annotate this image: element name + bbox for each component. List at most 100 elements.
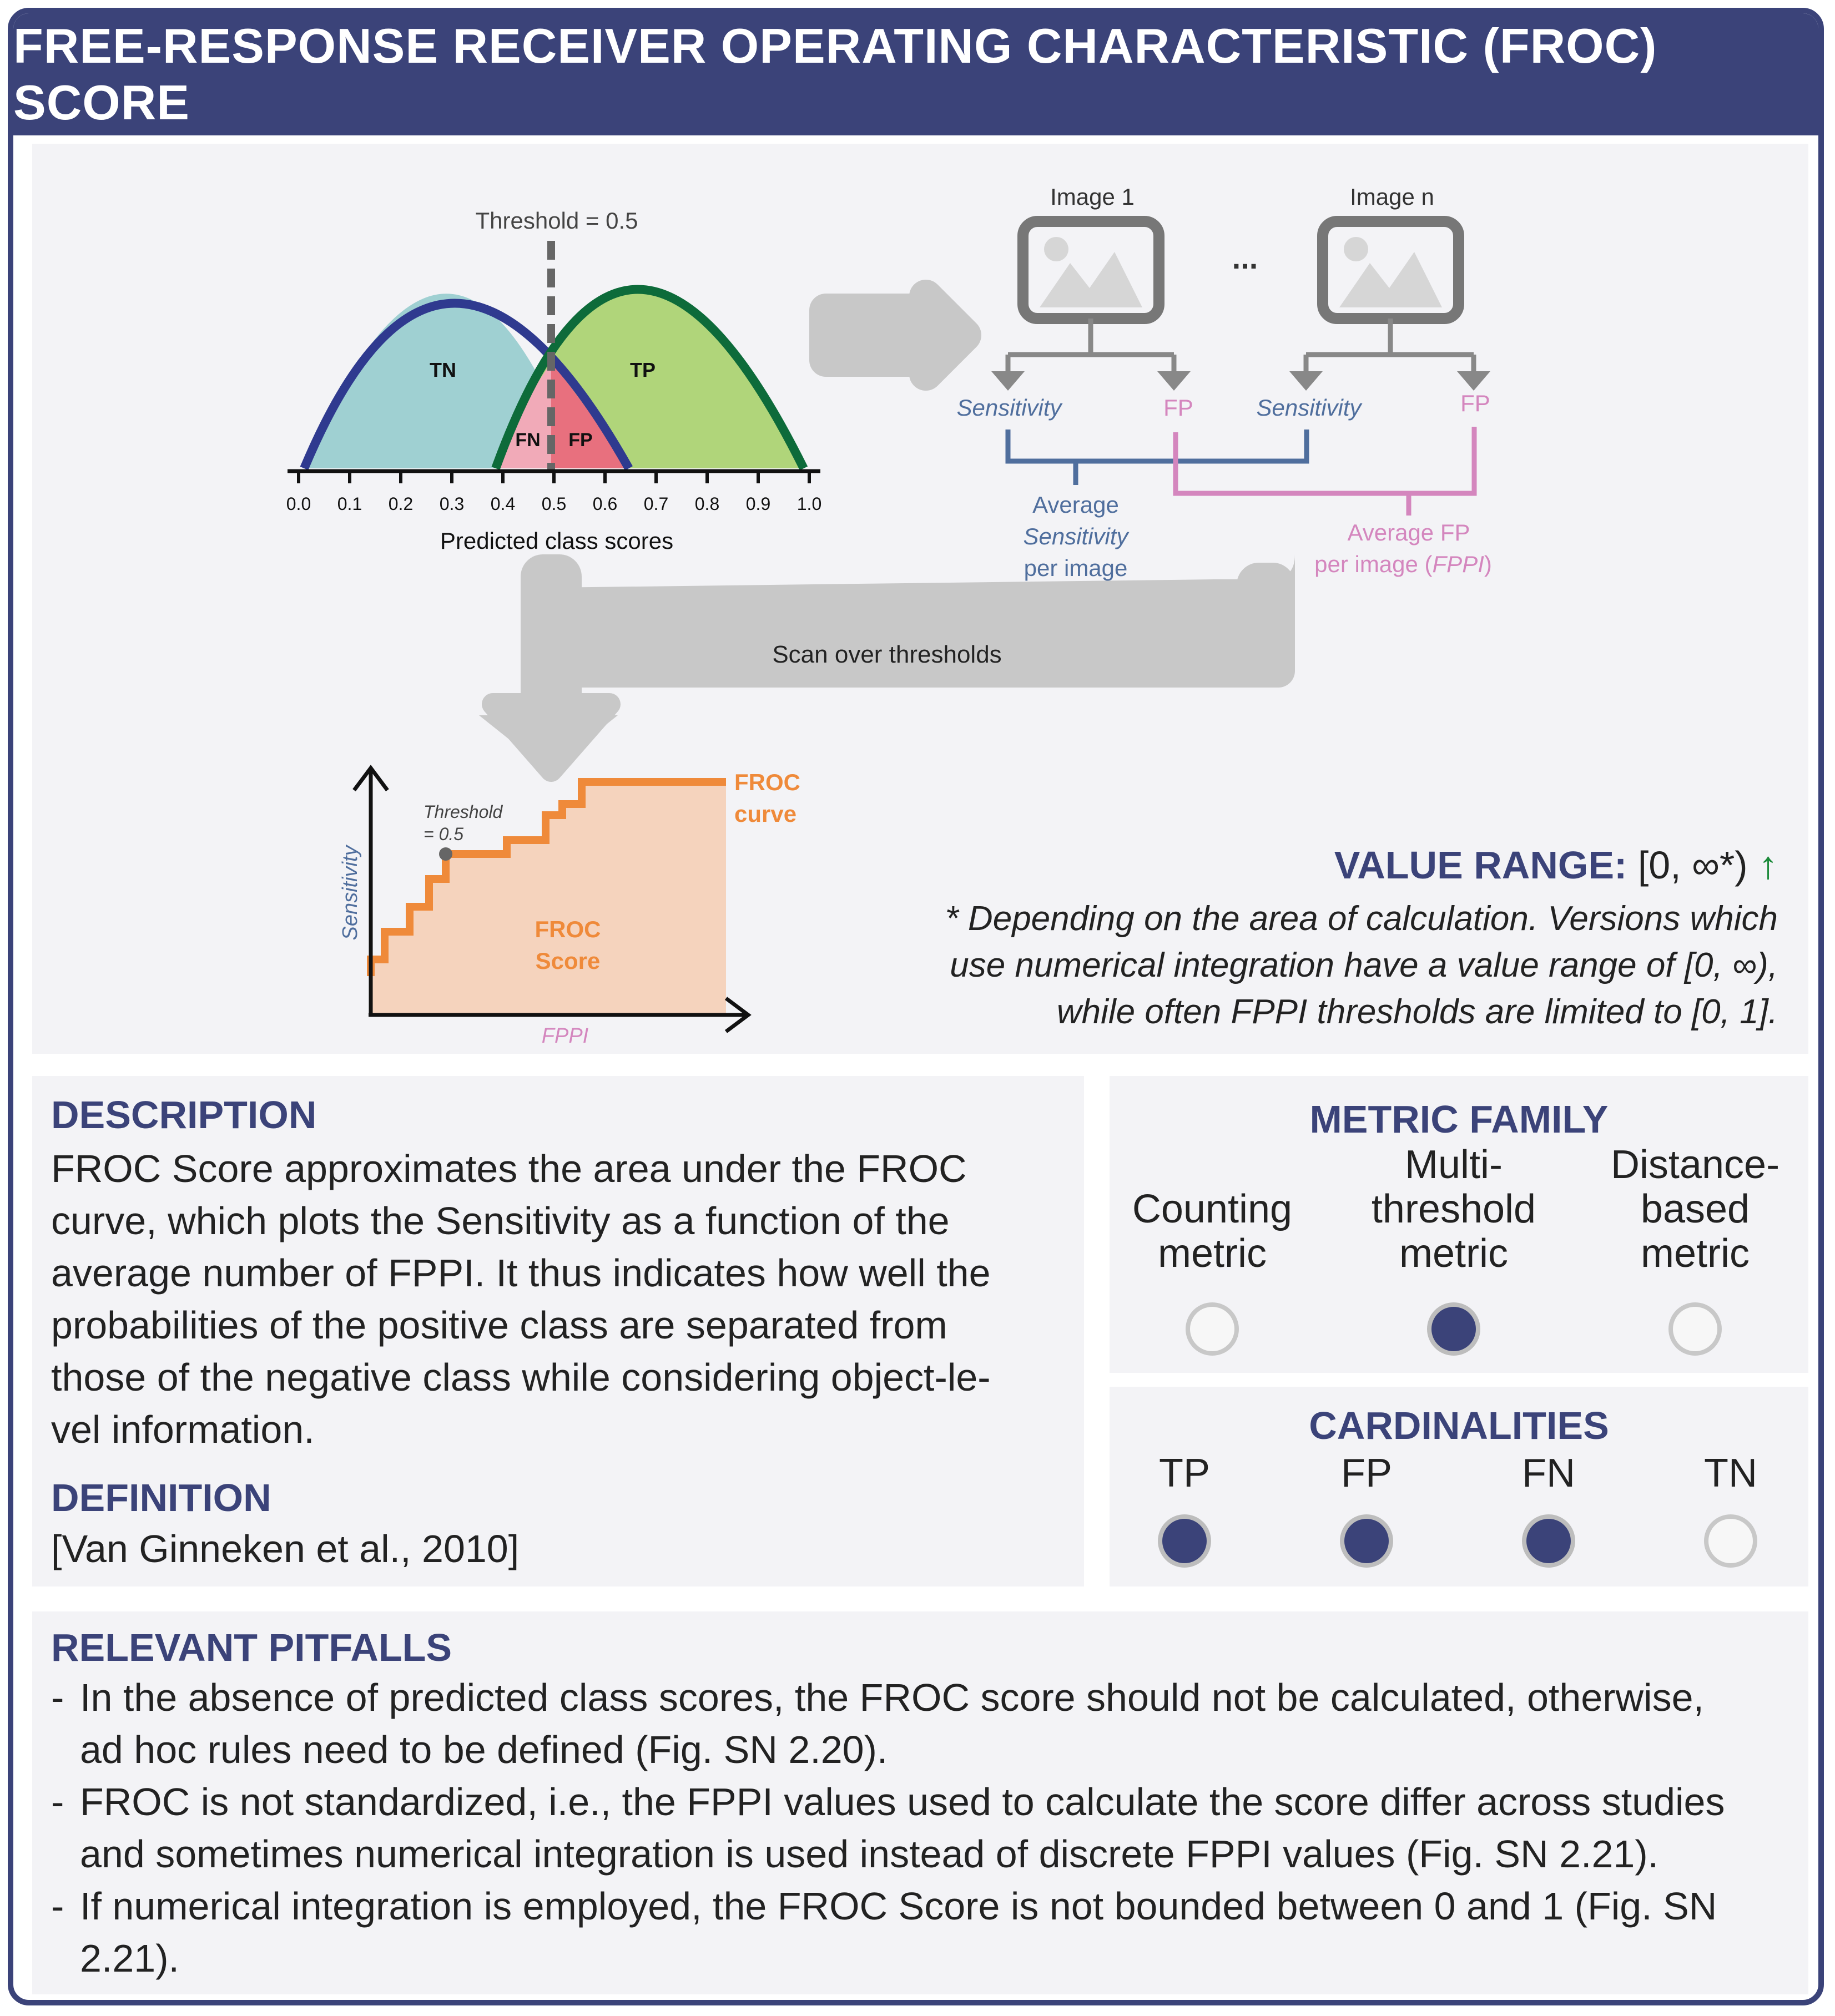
image1-icon [1017,216,1164,324]
arrow-right-shape [809,280,981,391]
page-title: FREE-RESPONSE RECEIVER OPERATING CHARACT… [13,18,1657,130]
scan-arrow-riser [1237,563,1295,679]
tp-label: TP [630,358,656,381]
illustration-panel: Scan over thresholds Threshold = 0.5 TN … [32,144,1808,1054]
axis-tick-label: 0.5 [542,494,566,514]
tp-curve [491,285,808,471]
imagen-icon [1317,216,1464,324]
axis-tick-label: 0.1 [337,494,362,514]
axis-tick-label: 0.3 [440,494,464,514]
cardinality-tn-label: TN [1704,1451,1757,1495]
note-line-1: * Depending on the area of calculation. … [945,900,1778,938]
scan-arrow-stem [521,554,582,721]
cardinality-tp-label: TP [1158,1451,1210,1495]
axis-tick-label: 0.8 [695,494,719,514]
cardinality-fn-label: FN [1522,1451,1575,1495]
threshold-label: Threshold = 0.5 [475,208,638,234]
description-panel: DESCRIPTION FROC Score approximates the … [32,1076,1084,1586]
cardinality-fp-indicator [1340,1514,1393,1568]
froc-threshold-point [439,847,452,861]
froc-illustration: Scan over thresholds Threshold = 0.5 TN … [286,184,1492,1048]
fp-label-1: FP [1163,395,1193,421]
scan-arrow-bar [551,626,1295,688]
fp-label-n: FP [1460,390,1490,416]
pitfall-line: In the absence of predicted class scores… [80,1676,1704,1719]
desc-line: FROC Score approximates the area under t… [51,1147,967,1190]
tn-curve [300,299,633,471]
avg-sens-line2: Sensitivity [1023,523,1130,549]
axis-tick-label: 0.6 [593,494,617,514]
froc-score-line2: Score [536,948,601,974]
avg-sens-line1: Average [1032,492,1119,518]
description-heading: DESCRIPTION [51,1093,317,1136]
pitfall-line: and sometimes numerical integration is u… [80,1832,1659,1876]
froc-x-label: FPPI [542,1024,589,1048]
family-counting-indicator [1186,1302,1239,1356]
family-distance-indicator [1668,1302,1722,1356]
pitfall-line: If numerical integration is employed, th… [80,1884,1717,1928]
pitfall-dash: - [51,1884,64,1928]
axis-tick-label: 1.0 [797,494,821,514]
axis-tick-label: 0.2 [389,494,413,514]
definition-heading: DEFINITION [51,1476,271,1519]
sensitivity-label-1: Sensitivity [956,395,1063,421]
axis-tick-label: 0.0 [286,494,311,514]
desc-line: those of the negative class while consid… [51,1356,991,1399]
pitfall-dash: - [51,1780,64,1823]
cardinality-fn-indicator [1522,1514,1575,1568]
pitfall-item: - If numerical integration is employed, … [51,1880,1783,1984]
avg-fp-line2: per image (FPPI) [1314,551,1492,577]
fp-label: FP [568,430,592,451]
scan-label: Scan over thresholds [772,641,1001,668]
desc-line: probabilities of the positive class are … [51,1303,947,1347]
sensitivity-bracket [1005,430,1309,485]
cardinality-tn-indicator [1704,1514,1757,1568]
pitfall-line: ad hoc rules need to be defined (Fig. SN… [80,1728,888,1771]
cardinalities-panel: CARDINALITIES TP FP FN TN [1110,1387,1808,1586]
value-range-note: * Depending on the area of calculation. … [945,896,1778,1035]
axis-tick-label: 0.4 [491,494,515,514]
imagen-label: Image n [1350,184,1434,210]
froc-curve-line1: FROC [734,769,800,795]
pitfall-line: FROC is not standardized, i.e., the FPPI… [80,1780,1725,1823]
scan-arrow-head [482,693,621,782]
value-range: VALUE RANGE: [0, ∞*) ↑ [1334,843,1778,887]
family-distance-label: Distance- based metric [1610,1143,1780,1276]
froc-y-label: Sensitivity [339,844,362,940]
froc-score-line1: FROC [535,916,601,942]
metric-family-heading: METRIC FAMILY [1309,1098,1609,1141]
froc-area [371,782,726,1015]
score-axis-label: Predicted class scores [440,528,673,554]
value-range-value: [0, ∞*) [1637,843,1748,887]
family-multithreshold-label: Multi- threshold metric [1371,1143,1536,1276]
cardinalities-heading: CARDINALITIES [1309,1404,1609,1447]
metric-card: FREE-RESPONSE RECEIVER OPERATING CHARACT… [8,8,1824,2005]
definition-text: [Van Ginneken et al., 2010] [51,1527,520,1570]
value-range-label: VALUE RANGE: [1334,843,1627,887]
family-counting-label: Counting metric [1132,1187,1293,1276]
axis-tick-label: 0.7 [644,494,668,514]
up-arrow-icon: ↑ [1758,843,1778,887]
avg-sens-line3: per image [1024,555,1128,581]
sensitivity-label-n: Sensitivity [1256,395,1363,421]
avg-fp-line1: Average FP [1347,519,1470,545]
note-line-2: use numerical integration have a value r… [950,946,1778,984]
fp-bracket [1173,427,1477,516]
cardinality-tp-indicator [1158,1514,1211,1568]
pitfall-line: 2.21). [80,1937,179,1980]
image1-label: Image 1 [1050,184,1135,210]
fn-label: FN [515,430,540,451]
desc-line: average number of FPPI. It thus indicate… [51,1251,991,1295]
description-text: FROC Score approximates the area under t… [51,1143,1072,1456]
metric-family-panel: METRIC FAMILY Counting metric Multi- thr… [1110,1076,1808,1373]
froc-curve-line2: curve [734,801,796,827]
pitfall-item: - In the absence of predicted class scor… [51,1671,1783,1776]
pitfall-dash: - [51,1676,64,1719]
desc-line: vel information. [51,1408,315,1451]
desc-line: curve, which plots the Sensitivity as a … [51,1199,950,1242]
pitfalls-heading: RELEVANT PITFALLS [51,1626,452,1669]
pitfalls-panel: RELEVANT PITFALLS - In the absence of pr… [32,1611,1808,1994]
cardinality-fp-label: FP [1340,1451,1392,1495]
title-banner: FREE-RESPONSE RECEIVER OPERATING CHARACT… [13,13,1818,135]
